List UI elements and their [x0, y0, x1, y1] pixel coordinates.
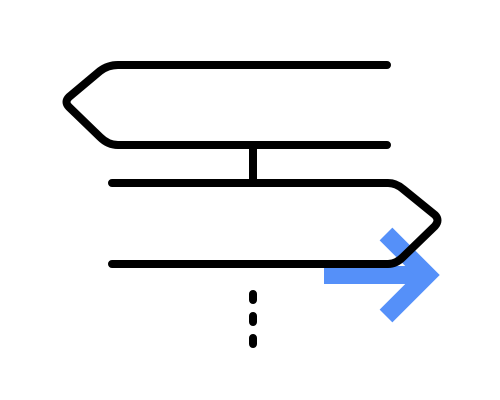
left-sign-board — [62, 61, 391, 149]
arrow-head — [379, 227, 440, 323]
right-arrow-icon — [324, 227, 440, 323]
right-sign-board — [108, 179, 442, 268]
